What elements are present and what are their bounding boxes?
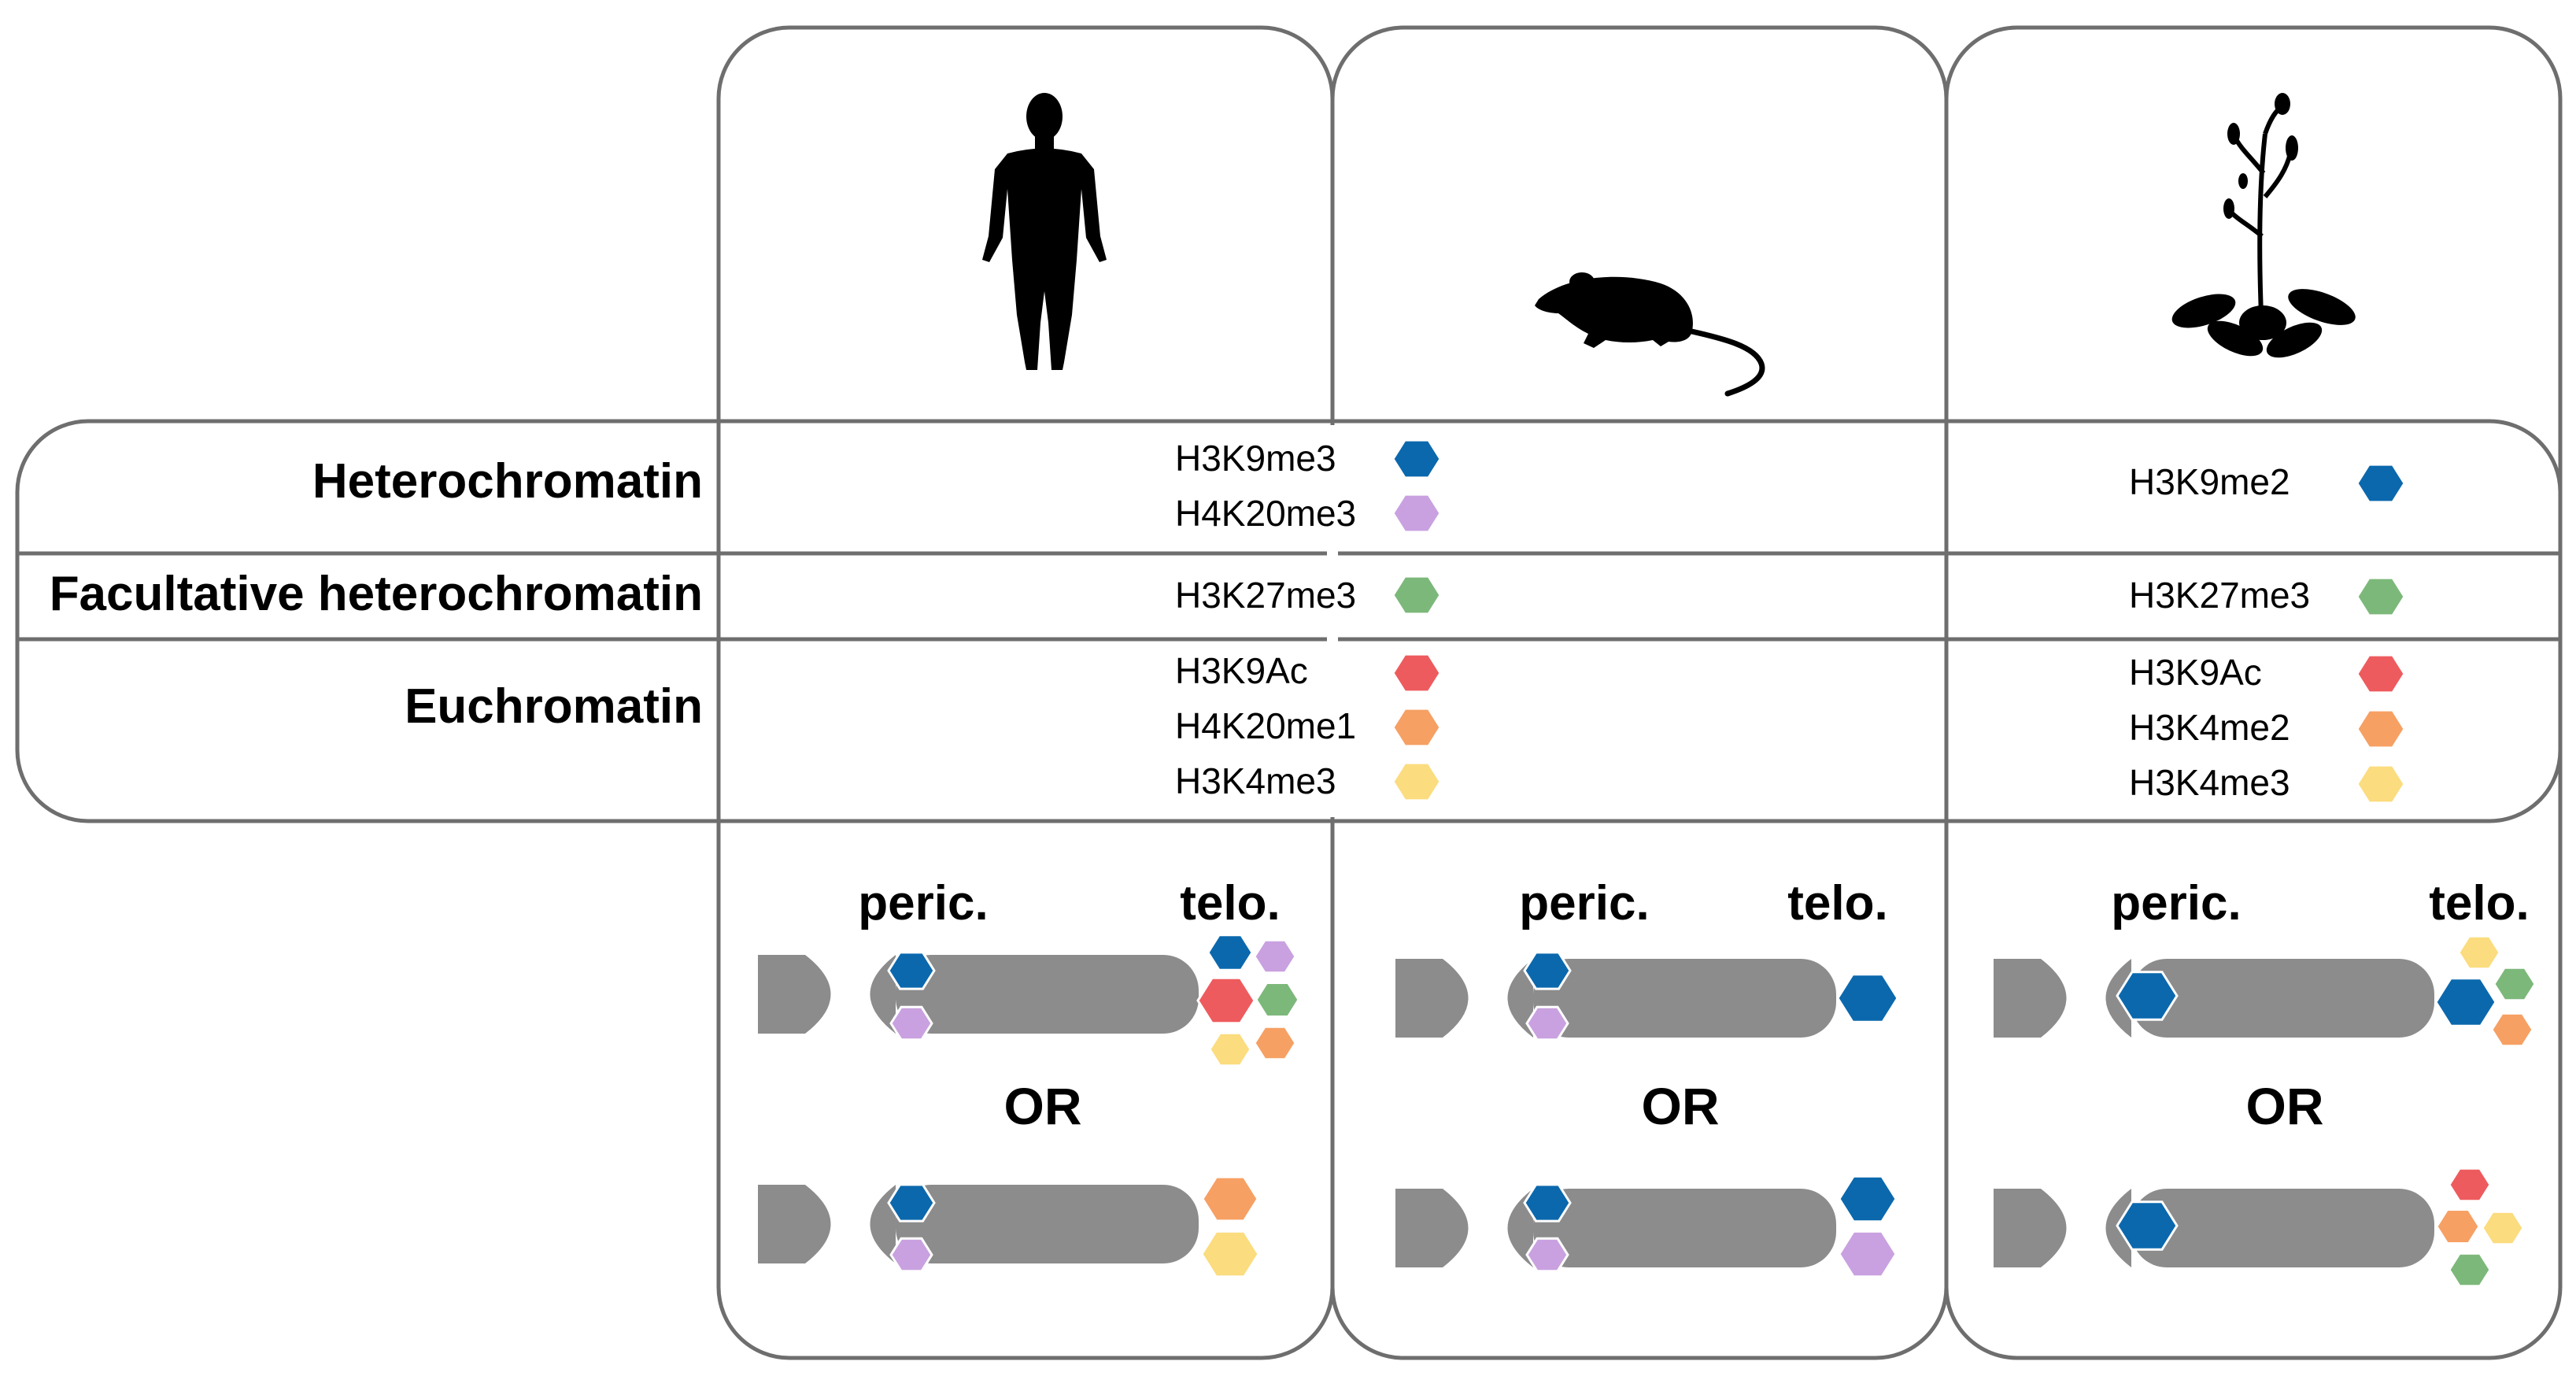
peric-mark-blue (1523, 1183, 1572, 1223)
pericentromere-label: peric. (1519, 876, 1649, 930)
peric-mark-blue (2116, 1200, 2179, 1251)
mark-swatch-blue (2356, 463, 2406, 504)
telo-mark-yellow (1208, 1031, 1252, 1067)
chromosome-short-arm (758, 1185, 831, 1263)
peric-mark-purple (1525, 1005, 1569, 1041)
mark-swatch-yellow (2356, 764, 2406, 805)
chromosome (1994, 959, 2434, 1038)
telo-mark-purple (1838, 1230, 1898, 1278)
chromosome (1395, 959, 1836, 1038)
mark-swatch-purple (1391, 493, 1442, 534)
chromosome-long-arm (2131, 1189, 2434, 1267)
mark-label: H3K4me3 (1175, 760, 1336, 801)
pericentromere-label: peric. (858, 876, 988, 930)
peric-mark-blue (2116, 971, 2179, 1021)
telo-mark-yellow (2457, 934, 2501, 971)
telo-mark-green (2493, 966, 2537, 1002)
mark-label: H4K20me1 (1175, 705, 1356, 746)
peric-mark-blue (887, 951, 936, 990)
chromosome-short-arm (758, 955, 831, 1034)
peric-mark-purple (1525, 1237, 1569, 1273)
mark-swatch-orange (1391, 707, 1442, 748)
peric-mark-purple (889, 1005, 933, 1041)
chromosome (1395, 1189, 1836, 1267)
row-label-euchromatin: Euchromatin (405, 679, 703, 734)
telo-mark-purple (1253, 938, 1297, 975)
telo-mark-green (2448, 1252, 2492, 1288)
mouse-chromosome-panel: peric. telo. OR (1395, 876, 1899, 1278)
mark-label: H3K4me3 (2129, 762, 2290, 803)
telo-mark-red (2448, 1167, 2492, 1203)
peric-mark-purple (889, 1237, 933, 1273)
or-label: OR (1004, 1077, 1082, 1135)
pericentromere-label: peric. (2111, 876, 2241, 930)
mark-swatch-green (2356, 576, 2406, 617)
mark-swatch-red (1391, 653, 1442, 694)
mark-label: H3K9me3 (1175, 438, 1336, 479)
telo-mark-orange (1253, 1025, 1297, 1061)
animal-marks: H3K9me3 H4K20me3 H3K27me3 H3K9Ac H4K20me… (1175, 438, 1442, 802)
telo-mark-yellow (2481, 1210, 2525, 1246)
or-label: OR (1642, 1077, 1720, 1135)
telo-mark-blue (2434, 977, 2497, 1027)
chromosome-short-arm (1994, 959, 2067, 1038)
telo-mark-yellow (1200, 1230, 1260, 1278)
peric-mark-blue (1523, 951, 1572, 990)
mark-swatch-green (1391, 575, 1442, 616)
chromosome-long-arm (896, 955, 1199, 1034)
human-silhouette-icon (982, 93, 1107, 370)
telomere-label: telo. (1787, 876, 1887, 930)
chromosome (758, 1185, 1199, 1263)
mark-label: H3K9me2 (2129, 461, 2290, 502)
mark-label: H3K27me3 (2129, 575, 2310, 616)
chromosome-long-arm (2131, 959, 2434, 1038)
chromosome-centromere (1507, 959, 1533, 1038)
row-band-frame (15, 419, 2563, 823)
telo-mark-green (1255, 982, 1300, 1018)
mark-label: H3K27me3 (1175, 575, 1356, 616)
plant-marks: H3K9me2 H3K27me3 H3K9Ac H3K4me2 H3K4me3 (2129, 461, 2406, 805)
mark-swatch-red (2356, 653, 2406, 694)
telo-mark-blue (1836, 973, 1899, 1023)
row-label-heterochromatin: Heterochromatin (312, 454, 703, 509)
chromosome-long-arm (1533, 959, 1836, 1038)
telo-mark-orange (2490, 1012, 2534, 1048)
mouse-silhouette-icon (1535, 272, 1765, 397)
telomere-label: telo. (2429, 876, 2529, 930)
chromosome-centromere (870, 955, 896, 1034)
arabidopsis-plant-icon (2171, 93, 2356, 358)
telomere-label: telo. (1180, 876, 1280, 930)
chromosome-short-arm (1994, 1189, 2067, 1267)
mark-swatch-orange (2356, 708, 2406, 749)
peric-mark-blue (887, 1183, 936, 1223)
mark-label: H3K9Ac (1175, 650, 1308, 691)
mark-label: H3K4me2 (2129, 707, 2290, 748)
plant-chromosome-panel: peric. telo. OR (1994, 876, 2537, 1288)
mark-label: H4K20me3 (1175, 493, 1356, 534)
chromosome (1994, 1189, 2434, 1267)
mark-swatch-yellow (1391, 761, 1442, 802)
table-frame (15, 25, 2563, 1360)
chromosome-short-arm (1395, 1189, 1469, 1267)
row-label-facultative: Facultative heterochromatin (50, 567, 703, 621)
telo-mark-blue (1207, 934, 1254, 971)
chromosome (758, 955, 1199, 1034)
telo-mark-blue (1838, 1175, 1898, 1223)
or-label: OR (2246, 1077, 2324, 1135)
human-chromosome-panel: peric. telo. OR (758, 876, 1300, 1278)
telo-mark-orange (2435, 1208, 2481, 1245)
shared-mark-area (1327, 425, 1338, 817)
chromosome-long-arm (896, 1185, 1199, 1263)
telo-mark-red (1196, 976, 1256, 1025)
chromosome-long-arm (1533, 1189, 1836, 1267)
telo-mark-orange (1201, 1175, 1259, 1223)
mark-label: H3K9Ac (2129, 652, 2262, 693)
chromosome-short-arm (1395, 959, 1469, 1038)
mark-swatch-blue (1391, 438, 1442, 479)
